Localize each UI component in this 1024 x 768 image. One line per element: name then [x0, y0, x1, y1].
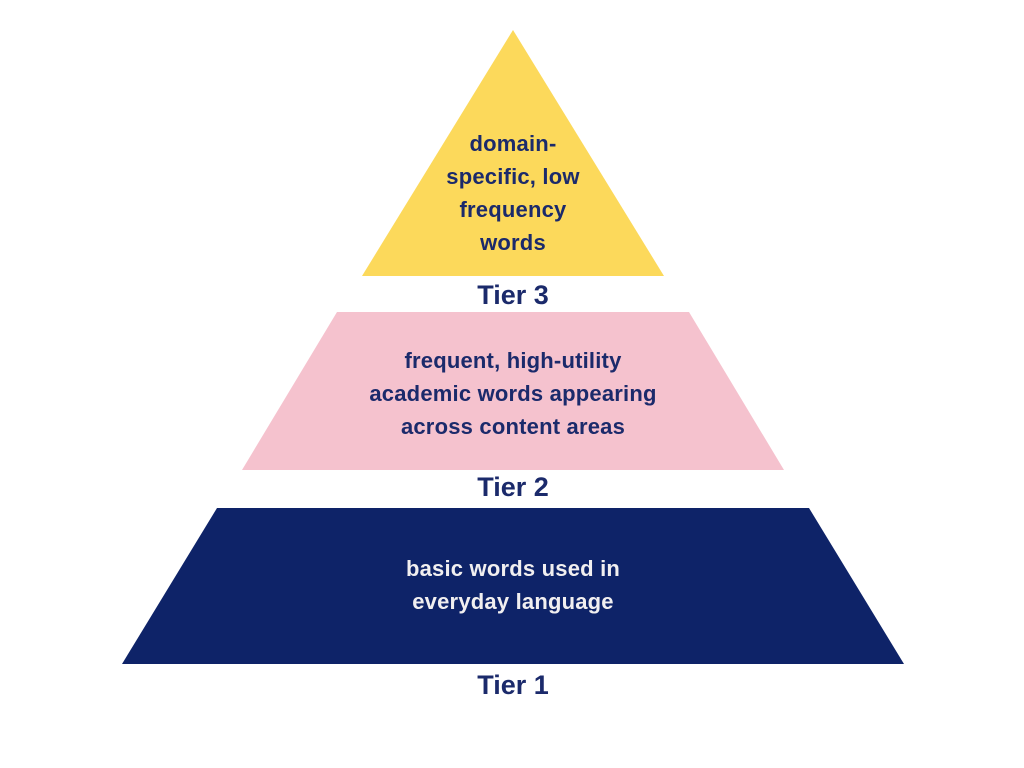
tier2-label: Tier 2 — [477, 472, 549, 502]
tier1-description-line: basic words used in — [405, 556, 621, 581]
tier2-trapezoid — [242, 312, 784, 470]
tier1-trapezoid — [122, 508, 904, 664]
tier1-description: basic words used in everyday language — [313, 552, 713, 618]
tier2-description-line: academic words appearing — [369, 381, 657, 406]
tier3-label: Tier 3 — [477, 280, 549, 310]
tier3-description-line: domain- — [469, 131, 557, 156]
tier3-description-line: words — [480, 230, 546, 255]
tier1-label: Tier 1 — [477, 670, 549, 700]
tier3-description: domain- specific, low frequency words — [363, 127, 663, 259]
tier2-description: frequent, high-utility academic words ap… — [313, 344, 713, 443]
tier2-description-line: frequent, high-utility — [404, 348, 622, 373]
tier3-triangle — [362, 30, 664, 276]
tier3-description-line: frequency — [459, 197, 567, 222]
tier3-description-line: specific, low — [446, 164, 580, 189]
tier2-description-line: across content areas — [400, 414, 626, 439]
tier1-description-line: everyday language — [412, 589, 614, 614]
